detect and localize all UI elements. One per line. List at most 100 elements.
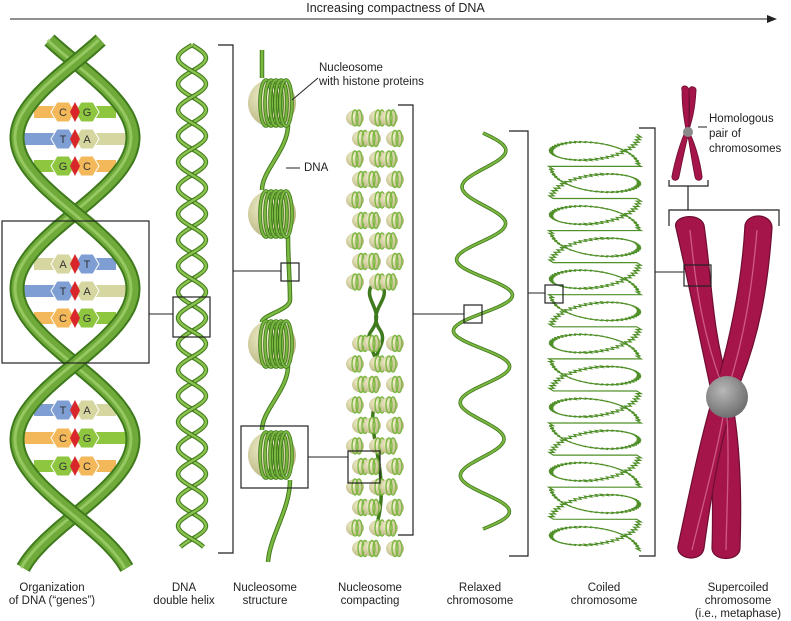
base-right-letter: T [84, 259, 91, 271]
base-right-hex [74, 399, 100, 421]
compact-nucleosome [363, 211, 381, 230]
stage-label-relaxed: Relaxed chromosome [441, 582, 519, 608]
compact-wrap [391, 498, 399, 517]
base-right-hex [74, 101, 100, 123]
compact-histone [386, 253, 404, 270]
compact-wrap [355, 355, 363, 373]
compact-nucleosome [363, 375, 381, 394]
base-right-hex [74, 253, 100, 275]
compact-nucleosome [380, 273, 398, 291]
compact-histone [380, 438, 398, 454]
compact-histone [386, 171, 404, 188]
compact-wrap [389, 191, 397, 209]
wrapped-dna [279, 431, 293, 479]
compact-nucleosome [380, 191, 398, 209]
relaxed-chromosome [451, 131, 515, 531]
compact-wrap [389, 150, 397, 168]
compact-wrap [355, 478, 363, 496]
hydrogen-bond [70, 129, 80, 149]
compact-wrap [385, 478, 393, 496]
compact-wrap [351, 273, 359, 291]
compact-nucleosome [386, 334, 404, 353]
compact-wrap [351, 396, 359, 414]
coiled-fiber [546, 133, 644, 552]
stage-label-double-helix: DNA double helix [149, 582, 219, 608]
compact-wrap [389, 519, 397, 537]
compact-histone [380, 110, 398, 126]
base-left-letter: T [60, 286, 67, 298]
stage-label-supercoiled: Supercoiled chromosome (i.e., metaphase) [688, 582, 788, 621]
compact-wrap [395, 457, 403, 476]
linker-dna [260, 50, 292, 563]
compact-histone [363, 499, 381, 516]
helix-strand-highlight-2 [13, 38, 133, 569]
compact-wrap [368, 211, 376, 230]
bracket-6 [639, 127, 656, 557]
compact-wrap [395, 252, 403, 271]
compact-nucleosome [380, 478, 398, 496]
compact-wrap [391, 539, 399, 558]
nucleosome-annotation-line2: with histone proteins [319, 76, 424, 88]
chromatid-left [675, 216, 742, 560]
homologous-annotation: Homologous pair of chromosomes [709, 112, 781, 157]
compact-wrap [372, 539, 380, 558]
stage-label-double-helix-line1: DNA [171, 582, 197, 594]
base-right-letter: G [83, 313, 92, 325]
compact-histone [346, 192, 364, 208]
compact-histone [346, 356, 364, 372]
wrapped-dna [259, 79, 273, 127]
stage-label-relaxed-line1: Relaxed [458, 582, 502, 594]
compact-nucleosome [380, 437, 398, 455]
compact-histone [386, 540, 404, 557]
compact-wrap [355, 191, 363, 209]
compact-histone [363, 253, 381, 270]
compact-histone [380, 397, 398, 413]
compact-nucleosome [380, 109, 398, 127]
compact-nucleosome [386, 539, 404, 558]
hydrogen-bond [70, 281, 80, 301]
compact-wrap [395, 334, 403, 353]
compact-histone [346, 438, 364, 454]
compact-wrap [372, 498, 380, 517]
base-right-hex [74, 128, 100, 150]
small-centromere [683, 127, 693, 137]
base-left-letter: T [60, 134, 67, 146]
bracket-5 [509, 130, 529, 557]
compact-histone [386, 130, 404, 147]
compact-nucleosome [363, 539, 381, 558]
wrapped-dna [279, 79, 293, 127]
wrapped-dna [264, 431, 278, 479]
compact-wrap [351, 191, 359, 209]
compact-wrap [372, 252, 380, 271]
nucleosome-annotation: Nucleosome with histone proteins [319, 61, 424, 89]
compact-histone [363, 540, 381, 557]
compact-nucleosome [346, 232, 364, 250]
nucleosome-compacting [346, 109, 404, 558]
compact-wrap [395, 539, 403, 558]
wrapped-dna [269, 431, 283, 479]
compact-histone [386, 335, 404, 352]
helix-strand-highlight-1 [13, 38, 133, 569]
stage-label-relaxed-line2: chromosome [446, 595, 514, 607]
compact-nucleosome [386, 129, 404, 148]
compact-wrap [395, 170, 403, 189]
compact-nucleosome [380, 396, 398, 414]
compact-wrap [395, 211, 403, 230]
base-right-letter: G [83, 433, 92, 445]
stage-label-nucleosome-compacting-line2: compacting [340, 595, 400, 607]
nucleosome [248, 78, 296, 128]
compact-nucleosome [346, 150, 364, 168]
zoom-box-genes [1, 220, 150, 364]
compact-wrap [355, 437, 363, 455]
compact-wrap [391, 129, 399, 148]
compact-histone [380, 356, 398, 372]
homolog-bracket [668, 180, 780, 226]
compact-wrap [355, 396, 363, 414]
stage-label-coiled-line1: Coiled [587, 582, 621, 594]
compact-histone [346, 520, 364, 536]
dna-annotation: DNA [304, 162, 329, 174]
compact-wrap [355, 273, 363, 291]
compact-wrap [389, 396, 397, 414]
